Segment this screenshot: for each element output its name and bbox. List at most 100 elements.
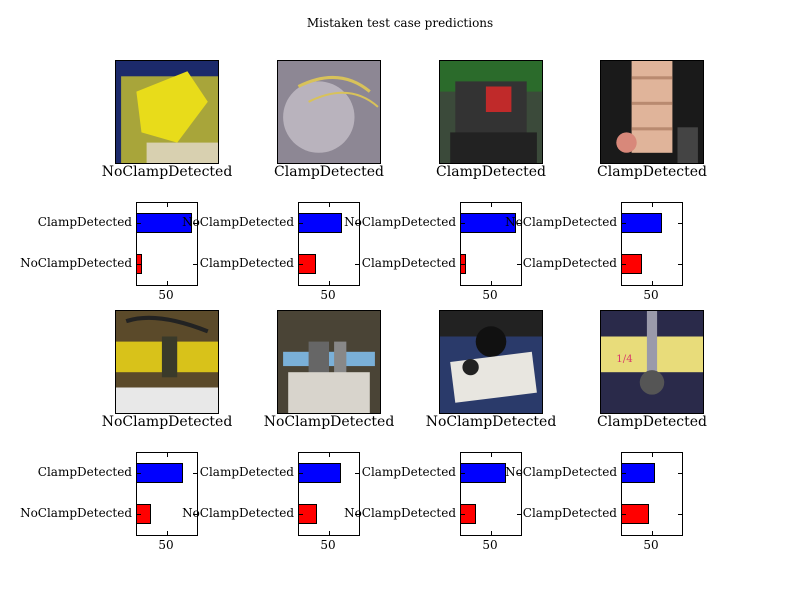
bar-axes — [136, 452, 198, 536]
x-tick — [329, 281, 330, 285]
y-tick — [137, 264, 141, 265]
x-tick — [167, 203, 168, 207]
y-tick-label: ClampDetected — [361, 465, 456, 479]
bar-axes — [460, 202, 522, 286]
y-tick-label: NoClampDetected — [20, 506, 132, 520]
bar — [136, 213, 192, 233]
x-tick-label: 50 — [158, 538, 174, 552]
bar — [621, 463, 655, 483]
y-tick — [622, 264, 626, 265]
y-tick — [622, 473, 626, 474]
bar — [460, 504, 476, 524]
bar-axes — [298, 452, 360, 536]
bar-axes — [621, 202, 683, 286]
sample-image — [277, 60, 381, 164]
bar — [621, 254, 643, 274]
y-tick-label: NoClampDetected — [344, 506, 456, 520]
bar — [621, 504, 649, 524]
bar — [298, 213, 343, 233]
y-tick-label: ClampDetected — [199, 256, 294, 270]
predicted-label: ClampDetected — [274, 164, 384, 180]
y-tick-label: NoClampDetected — [505, 215, 617, 229]
y-tick — [461, 514, 465, 515]
y-tick — [461, 473, 465, 474]
y-tick — [517, 473, 521, 474]
y-tick — [517, 223, 521, 224]
y-tick-label: NoClampDetected — [182, 215, 294, 229]
bar-axes — [460, 452, 522, 536]
y-tick-label: ClampDetected — [522, 256, 617, 270]
x-tick-label: 50 — [320, 288, 336, 302]
x-tick — [167, 531, 168, 535]
y-tick — [461, 264, 465, 265]
y-tick-label: ClampDetected — [37, 465, 132, 479]
y-tick — [678, 223, 682, 224]
predicted-label: ClampDetected — [436, 164, 546, 180]
sample-image — [277, 310, 381, 414]
x-tick — [167, 281, 168, 285]
bar — [460, 213, 517, 233]
y-tick — [193, 514, 197, 515]
y-tick — [355, 514, 359, 515]
y-tick — [355, 264, 359, 265]
y-tick-label: ClampDetected — [522, 506, 617, 520]
svg-text:1/4: 1/4 — [616, 354, 632, 365]
x-tick-label: 50 — [482, 288, 498, 302]
bar — [298, 463, 341, 483]
x-tick-label: 50 — [643, 288, 659, 302]
x-tick — [491, 281, 492, 285]
y-tick — [355, 473, 359, 474]
y-tick — [193, 473, 197, 474]
y-tick — [517, 514, 521, 515]
sample-image: 1/4 — [600, 310, 704, 414]
x-tick — [652, 453, 653, 457]
y-tick — [299, 223, 303, 224]
x-tick — [329, 453, 330, 457]
y-tick — [622, 514, 626, 515]
y-tick — [355, 223, 359, 224]
x-tick — [329, 203, 330, 207]
y-tick-label: NoClampDetected — [20, 256, 132, 270]
y-tick-label: ClampDetected — [37, 215, 132, 229]
predicted-label: NoClampDetected — [425, 414, 557, 430]
predicted-label: NoClampDetected — [263, 414, 395, 430]
y-tick — [678, 264, 682, 265]
y-tick — [193, 223, 197, 224]
x-tick-label: 50 — [158, 288, 174, 302]
sample-image — [115, 310, 219, 414]
y-tick — [678, 514, 682, 515]
bar — [298, 504, 317, 524]
bar — [136, 504, 151, 524]
predicted-label: ClampDetected — [597, 414, 707, 430]
sample-image — [600, 60, 704, 164]
sample-image — [439, 310, 543, 414]
x-tick — [329, 531, 330, 535]
predicted-label: NoClampDetected — [101, 414, 233, 430]
x-tick — [491, 531, 492, 535]
sample-image — [115, 60, 219, 164]
y-tick — [622, 223, 626, 224]
bar-axes — [621, 452, 683, 536]
predicted-label: ClampDetected — [597, 164, 707, 180]
y-tick — [299, 473, 303, 474]
x-tick — [652, 203, 653, 207]
y-tick-label: ClampDetected — [199, 465, 294, 479]
y-tick — [299, 264, 303, 265]
x-tick-label: 50 — [320, 538, 336, 552]
y-tick — [461, 223, 465, 224]
y-tick — [299, 514, 303, 515]
figure-title: Mistaken test case predictions — [306, 16, 494, 30]
y-tick — [678, 473, 682, 474]
y-tick-label: NoClampDetected — [344, 215, 456, 229]
x-tick — [167, 453, 168, 457]
bar-axes — [298, 202, 360, 286]
predicted-label: NoClampDetected — [101, 164, 233, 180]
x-tick — [652, 531, 653, 535]
y-tick-label: NoClampDetected — [505, 465, 617, 479]
bar — [136, 463, 184, 483]
y-tick — [193, 264, 197, 265]
x-tick-label: 50 — [643, 538, 659, 552]
sample-image — [439, 60, 543, 164]
bar — [298, 254, 316, 274]
